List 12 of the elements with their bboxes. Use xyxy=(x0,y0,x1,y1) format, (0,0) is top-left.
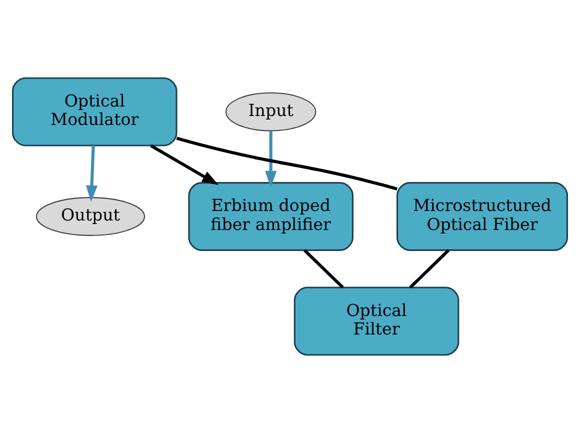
connector xyxy=(176,136,398,190)
arrow xyxy=(150,144,219,185)
arrow xyxy=(86,145,98,202)
node-box: Optical Modulator xyxy=(12,76,178,146)
node-box: Optical Filter xyxy=(294,286,460,356)
node-box: Microstructured Optical Fiber xyxy=(396,182,568,250)
arrow xyxy=(265,130,277,187)
node-box: Erbium doped fiber amplifier xyxy=(188,182,354,250)
node-ellipse: Output xyxy=(36,196,146,236)
connector xyxy=(303,248,344,288)
connector xyxy=(409,248,450,288)
node-ellipse: Input xyxy=(225,92,316,131)
